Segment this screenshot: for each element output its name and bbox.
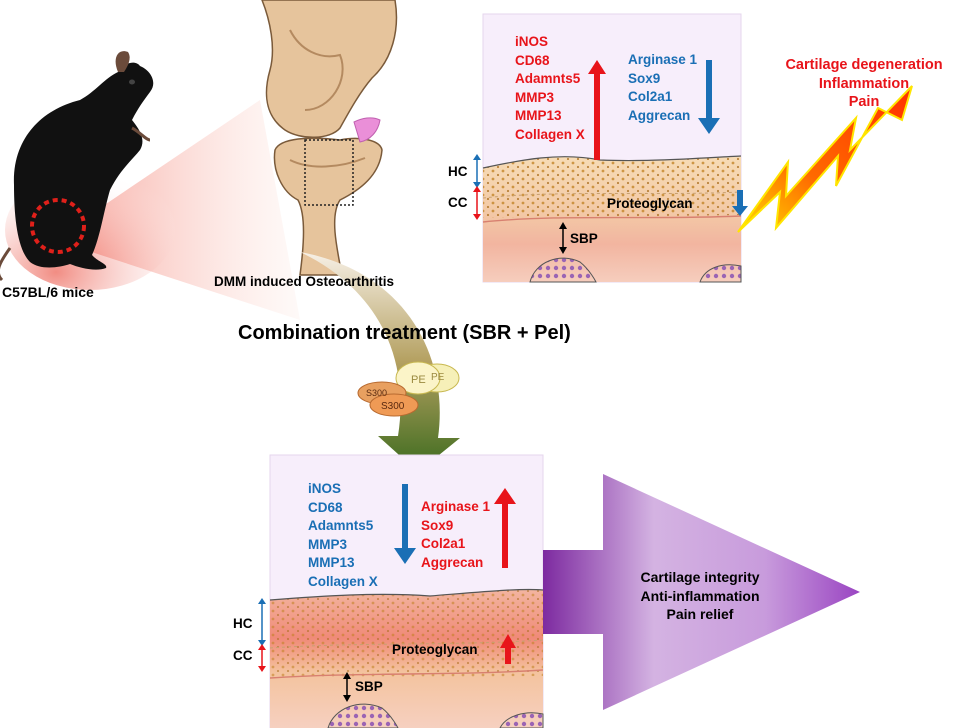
- outcome-item: Cartilage integrity: [640, 569, 760, 585]
- disease-cc-arrow: [473, 186, 481, 220]
- disease-outcome-list: Cartilage degeneration Inflammation Pain: [760, 56, 968, 112]
- outcome-item: Cartilage degeneration: [785, 57, 943, 73]
- treated-sbp-label: SBP: [355, 679, 383, 694]
- marker-item: Collagen X: [308, 573, 378, 589]
- disease-down-marker-list: Arginase 1 Sox9 Col2a1 Aggrecan: [628, 51, 697, 125]
- pill-pe-label-2: PE: [431, 372, 445, 383]
- disease-sbp-arrow: [559, 222, 567, 254]
- marker-item: Aggrecan: [421, 554, 484, 570]
- disease-panel: [482, 13, 742, 283]
- treated-up-arrow: [494, 488, 516, 568]
- outcome-arrow: [543, 474, 860, 710]
- outcome-item: Anti-inflammation: [640, 587, 760, 604]
- treated-outcome-list: Cartilage integrity Anti-inflammation Pa…: [595, 568, 805, 624]
- treated-down-marker-list: iNOS CD68 Adamnts5 MMP3 MMP13 Collagen X: [308, 480, 378, 591]
- marker-item: Sox9: [421, 517, 454, 533]
- knee-label: DMM induced Osteoarthritis: [214, 274, 395, 289]
- marker-item: MMP13: [308, 555, 355, 570]
- marker-item: Arginase 1: [421, 499, 491, 514]
- marker-item: Col2a1: [421, 536, 466, 551]
- treated-cc-arrow: [258, 644, 266, 672]
- disease-cc-label: CC: [448, 195, 468, 210]
- disease-up-arrow: [588, 60, 606, 160]
- lightning-bolt-icon: [737, 85, 913, 233]
- marker-item: Sox9: [628, 70, 661, 86]
- treated-sbp-arrow: [343, 672, 351, 702]
- marker-item: Col2a1: [628, 89, 673, 104]
- marker-item: iNOS: [308, 481, 342, 496]
- marker-item: Adamnts5: [308, 518, 374, 533]
- proteoglycan-up-arrow: [500, 634, 516, 664]
- treated-up-marker-list: Arginase 1 Sox9 Col2a1 Aggrecan: [421, 498, 490, 572]
- knee-highlight-circle: [30, 198, 86, 254]
- marker-item: Collagen X: [515, 126, 585, 142]
- disease-down-arrow: [698, 60, 720, 134]
- marker-item: MMP3: [515, 89, 555, 105]
- outcome-item: Pain: [848, 94, 880, 110]
- treated-hc-label: HC: [233, 616, 253, 631]
- marker-item: MMP3: [308, 536, 348, 552]
- treated-down-arrow: [394, 484, 416, 564]
- disease-up-marker-list: iNOS CD68 Adamnts5 MMP3 MMP13 Collagen X: [515, 33, 585, 144]
- mouse-label: C57BL/6 mice: [2, 284, 94, 300]
- marker-item: CD68: [515, 52, 550, 68]
- proteoglycan-down-arrow: [732, 190, 748, 216]
- outcome-item: Pain relief: [666, 606, 734, 622]
- pill-s300-label: S300: [381, 401, 405, 412]
- outcome-item: Inflammation: [818, 75, 910, 92]
- mouse-illustration: [0, 51, 154, 282]
- disease-proteoglycan-label: Proteoglycan: [607, 196, 693, 211]
- marker-item: iNOS: [515, 34, 549, 49]
- treatment-flow-arrow: [300, 252, 460, 472]
- marker-item: Arginase 1: [628, 52, 698, 67]
- marker-item: Aggrecan: [628, 107, 691, 123]
- pill-s300-label-2: S300: [366, 388, 387, 398]
- treatment-title: Combination treatment (SBR + Pel): [238, 322, 571, 344]
- disease-sbp-label: SBP: [570, 231, 598, 246]
- treated-hc-arrow: [258, 598, 266, 646]
- marker-item: Adamnts5: [515, 71, 581, 86]
- treated-proteoglycan-label: Proteoglycan: [392, 642, 478, 657]
- pill-pe-label: PE: [411, 374, 426, 386]
- zoom-box: [304, 139, 354, 206]
- knee-joint-illustration: [261, 0, 398, 276]
- marker-item: CD68: [308, 499, 343, 515]
- treated-cc-label: CC: [233, 648, 253, 663]
- disease-hc-label: HC: [448, 164, 468, 179]
- disease-hc-arrow: [473, 154, 481, 188]
- zoom-beam: [60, 100, 300, 320]
- pills-illustration: [357, 361, 460, 417]
- marker-item: MMP13: [515, 108, 562, 123]
